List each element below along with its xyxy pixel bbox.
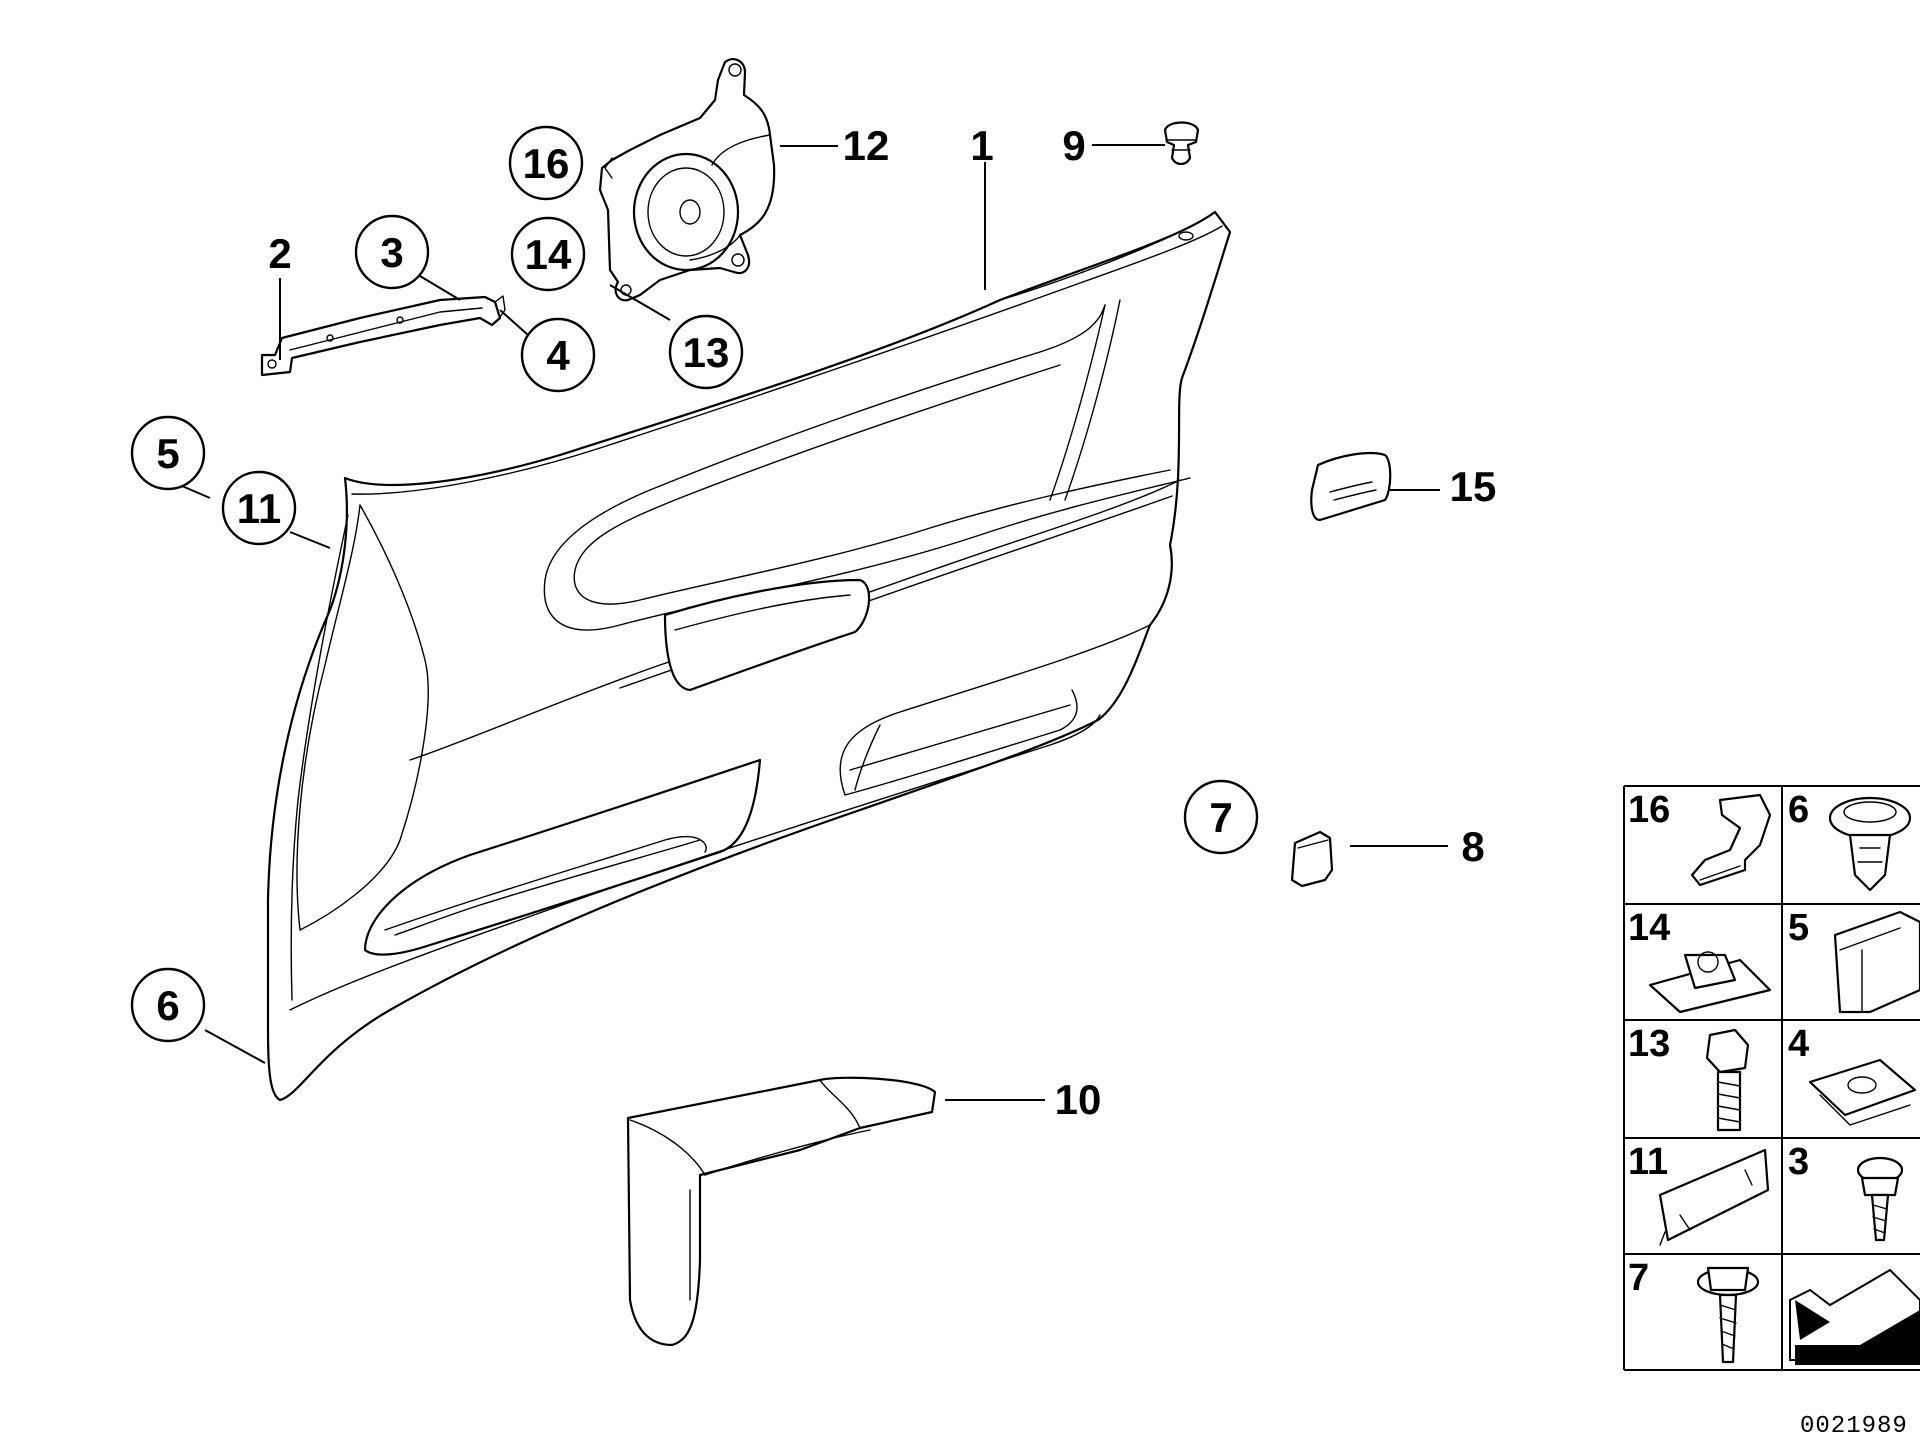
callout-bubble-5: 5 — [130, 415, 206, 491]
grid-label-11: 11 — [1628, 1141, 1668, 1183]
callout-label-13: 13 — [683, 329, 730, 376]
spring-nut-icon — [1808, 1058, 1917, 1126]
callout-label-4: 4 — [546, 332, 570, 379]
door-bracket — [260, 295, 506, 377]
grid-label-13: 13 — [1628, 1023, 1670, 1065]
grid-label-7: 7 — [1628, 1257, 1649, 1299]
callouts: 1 2 8 9 10 12 15 3 4 5 6 7 11 — [130, 122, 1497, 1123]
callout-label-16: 16 — [523, 140, 570, 187]
grid-label-14: 14 — [1628, 907, 1670, 949]
door-trim-panel — [266, 210, 1232, 1102]
washer-screw-icon — [1696, 1266, 1760, 1364]
callout-label-9: 9 — [1062, 122, 1085, 169]
screw-icon — [1856, 1156, 1904, 1242]
expanding-rivet-icon — [1828, 796, 1912, 892]
callout-bubble-14: 14 — [510, 216, 586, 292]
retainer-clip-icon — [1658, 1148, 1770, 1246]
callout-label-6: 6 — [156, 982, 179, 1029]
hardware-grid: 16 6 14 5 13 4 11 3 7 — [1623, 785, 1920, 1371]
callout-bubble-16: 16 — [508, 125, 584, 201]
callout-bubble-3: 3 — [354, 214, 430, 290]
badge — [1310, 451, 1392, 522]
callout-bubble-7: 7 — [1183, 779, 1259, 855]
catalog-number: 0021989 — [1800, 1413, 1908, 1440]
plug — [1163, 121, 1200, 166]
callout-label-11: 11 — [237, 485, 281, 532]
callout-bubble-11: 11 — [221, 470, 297, 546]
callout-label-10: 10 — [1055, 1076, 1102, 1123]
callout-label-2: 2 — [268, 230, 291, 277]
grid-label-5: 5 — [1788, 907, 1809, 949]
callout-label-8: 8 — [1461, 823, 1484, 870]
leader-lines — [167, 144, 1448, 1101]
clip-bracket-icon — [1690, 793, 1772, 887]
callout-bubble-6: 6 — [130, 967, 206, 1043]
callout-label-14: 14 — [525, 231, 572, 278]
cap — [1290, 830, 1334, 888]
callout-bubble-4: 4 — [520, 317, 596, 393]
direction-arrow-icon — [1789, 1268, 1920, 1365]
callout-label-1: 1 — [970, 122, 993, 169]
edge-clip-icon — [1833, 910, 1920, 1014]
callout-label-5: 5 — [156, 430, 179, 477]
hex-bolt-icon — [1705, 1028, 1750, 1132]
callout-label-12: 12 — [843, 122, 890, 169]
armrest — [626, 1076, 937, 1347]
callout-bubble-13: 13 — [668, 314, 744, 390]
grid-label-3: 3 — [1788, 1141, 1809, 1183]
grid-label-4: 4 — [1788, 1023, 1809, 1065]
loudspeaker — [598, 58, 776, 302]
clip-nut-icon — [1648, 951, 1772, 1014]
callout-label-15: 15 — [1450, 463, 1497, 510]
grid-label-6: 6 — [1788, 789, 1809, 831]
grid-label-16: 16 — [1628, 789, 1670, 831]
callout-label-3: 3 — [380, 229, 403, 276]
callout-label-7: 7 — [1209, 794, 1232, 841]
